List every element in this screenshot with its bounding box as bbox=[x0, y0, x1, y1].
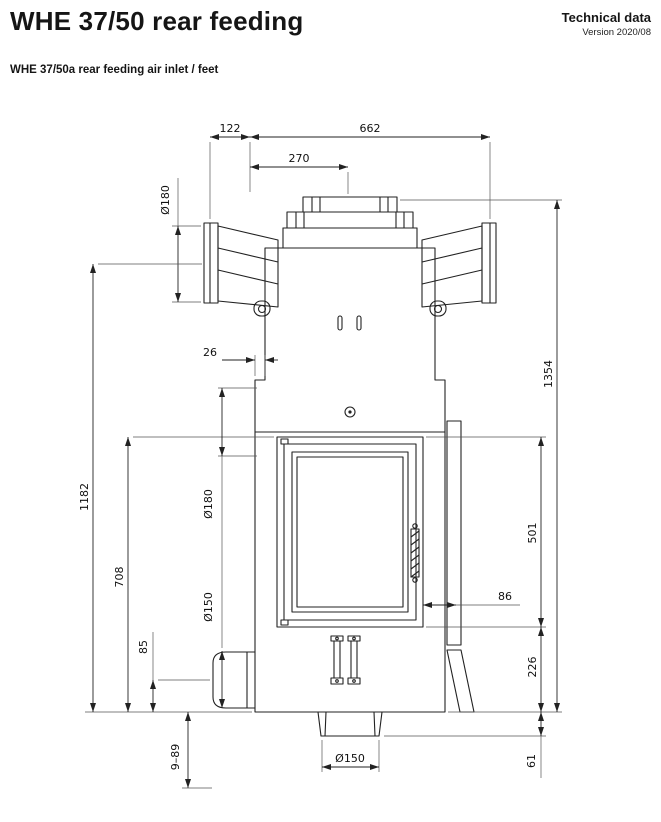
bottom-inlet-stub bbox=[317, 711, 383, 737]
dim-180-top-label: Ø180 bbox=[159, 185, 172, 215]
dim-1182: 1182 bbox=[78, 263, 252, 713]
dim-86: 86 bbox=[423, 590, 520, 608]
dim-150-bottom-label: Ø150 bbox=[335, 752, 365, 765]
dim-26-label: 26 bbox=[203, 346, 217, 359]
flue-collar bbox=[286, 196, 414, 229]
dim-61-label: 61 bbox=[525, 754, 538, 768]
dim-501-label: 501 bbox=[526, 523, 539, 544]
page-title: WHE 37/50 rear feeding bbox=[10, 6, 304, 36]
dim-122-label: 122 bbox=[220, 122, 241, 135]
dim-226: 226 bbox=[526, 627, 544, 712]
dim-150-rear-label: Ø150 bbox=[202, 592, 215, 622]
technical-data-label: Technical data bbox=[561, 10, 651, 25]
stove-drawing bbox=[203, 196, 497, 737]
dim-86-label: 86 bbox=[498, 590, 512, 603]
right-duct bbox=[421, 222, 497, 317]
dim-9-89-label: 9–89 bbox=[169, 744, 182, 771]
dim-150-rear: Ø150 bbox=[202, 592, 225, 708]
dim-226-label: 226 bbox=[526, 657, 539, 678]
dim-662-label: 662 bbox=[360, 122, 381, 135]
dim-85: 85 bbox=[137, 632, 210, 712]
right-side-panel bbox=[446, 420, 475, 713]
door-handle bbox=[410, 523, 420, 583]
drawing-subtitle: WHE 37/50a rear feeding air inlet / feet bbox=[10, 64, 219, 76]
stove-body bbox=[254, 247, 446, 713]
dim-708-label: 708 bbox=[113, 567, 126, 588]
dim-122: 122 bbox=[209, 122, 251, 219]
dimension-lines: 122 662 270 Ø180 1182 bbox=[78, 122, 562, 789]
door-hinge-bottom bbox=[280, 619, 289, 626]
dim-1354: 1354 bbox=[400, 199, 562, 713]
dim-9-89: 9–89 bbox=[169, 712, 212, 789]
stove-feet bbox=[330, 635, 361, 685]
left-duct bbox=[203, 222, 279, 317]
hood-top bbox=[282, 227, 418, 249]
header-right: Technical data Version 2020/08 bbox=[562, 10, 651, 38]
dim-26: 26 bbox=[203, 346, 278, 376]
stove-door bbox=[276, 436, 424, 628]
dim-1182-label: 1182 bbox=[78, 483, 91, 511]
dim-270: 270 bbox=[250, 152, 349, 194]
version-label: Version 2020/08 bbox=[582, 27, 651, 38]
dim-180-rear-label: Ø180 bbox=[202, 489, 215, 519]
dim-708: 708 bbox=[113, 436, 274, 712]
dim-61: 61 bbox=[384, 712, 546, 778]
dim-662: 662 bbox=[250, 122, 491, 219]
dim-150-bottom: Ø150 bbox=[321, 740, 380, 772]
dim-180-rear: Ø180 bbox=[202, 387, 257, 648]
door-hinge-top bbox=[280, 438, 289, 445]
dim-501: 501 bbox=[426, 436, 546, 628]
dim-1354-label: 1354 bbox=[542, 360, 555, 388]
dim-180-top: Ø180 bbox=[159, 178, 201, 303]
rear-inlet-stub bbox=[212, 651, 256, 709]
dim-85-label: 85 bbox=[137, 640, 150, 654]
dim-270-label: 270 bbox=[289, 152, 310, 165]
